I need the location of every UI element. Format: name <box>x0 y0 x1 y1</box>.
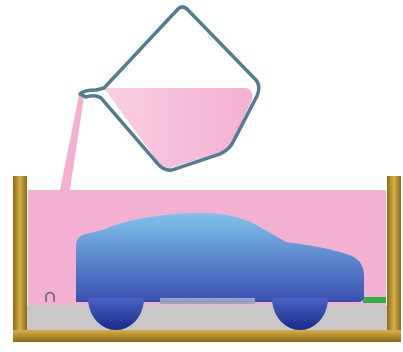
tank-base <box>26 305 388 333</box>
pink-liquid-stream <box>60 95 84 190</box>
car-mesh-plate <box>160 298 255 304</box>
green-strip <box>363 297 386 303</box>
tank-frame-left-post <box>13 176 27 340</box>
pouring-jug <box>80 7 259 170</box>
tank-frame-right-post <box>387 176 401 340</box>
tank-frame-bottom-rail <box>13 330 401 342</box>
